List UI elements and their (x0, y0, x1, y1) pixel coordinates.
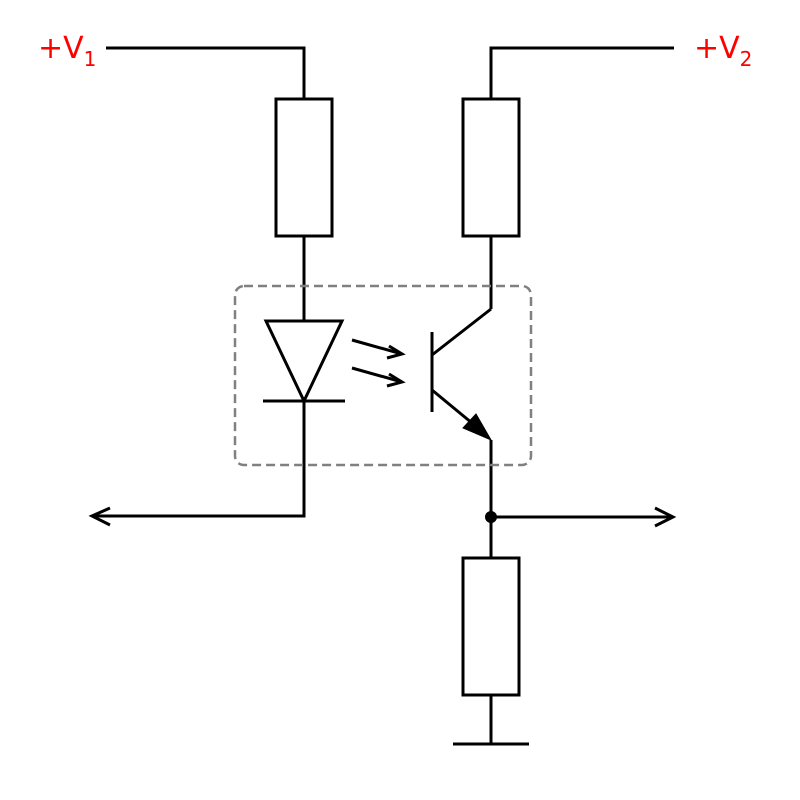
transistor-emitter-arrow (462, 413, 493, 442)
v1-supply-wire (106, 46, 306, 99)
light-arrow-2 (351, 366, 403, 384)
supply-label-v2-prefix: +V (694, 31, 740, 66)
light-arrow-2-head (386, 372, 406, 388)
resistor-r2 (461, 97, 521, 238)
supply-label-v1-prefix: +V (38, 31, 84, 66)
led-diode-triangle (263, 319, 345, 405)
left-output-arrow (88, 506, 111, 527)
light-arrow-1-head (386, 344, 406, 360)
v2-supply-wire (489, 46, 674, 99)
supply-label-v1-subscript: 1 (83, 47, 97, 71)
resistor-r3 (461, 556, 521, 697)
supply-label-v1: +V1 (38, 31, 96, 72)
right-output-arrow (654, 506, 677, 528)
transistor-collector (431, 307, 492, 357)
optocoupler-package-outline (233, 284, 533, 467)
supply-label-v2-subscript: 2 (739, 47, 753, 71)
resistor-r1 (274, 97, 334, 238)
supply-label-v2: +V2 (694, 31, 752, 72)
led-output-wire (92, 401, 306, 518)
light-arrow-1 (351, 338, 403, 356)
